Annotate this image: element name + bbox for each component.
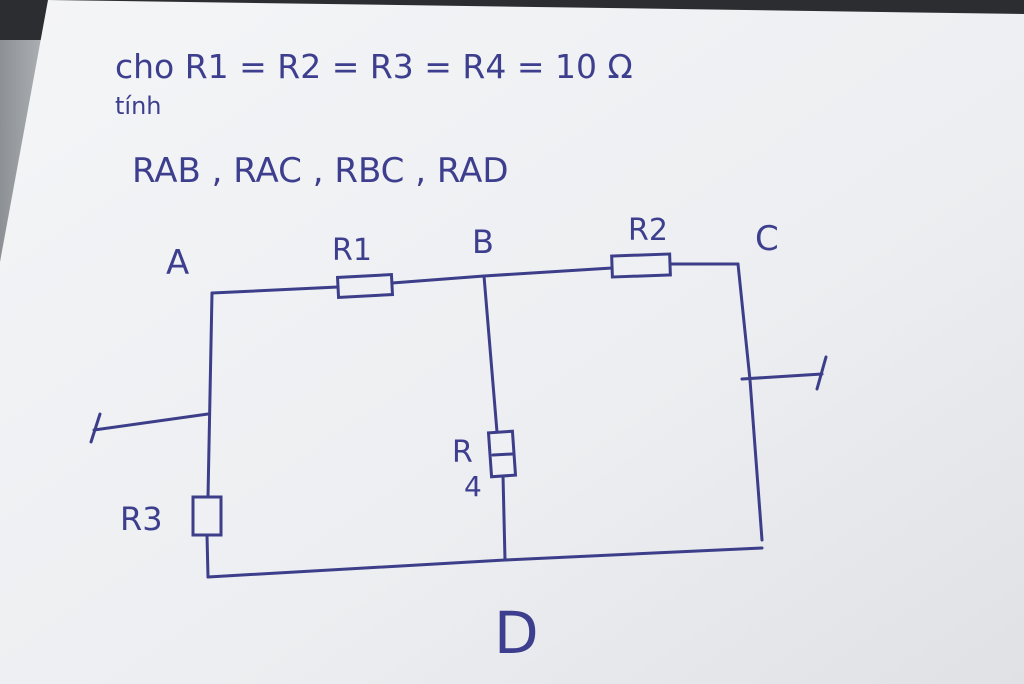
resistor-r4-mark <box>491 452 514 457</box>
node-label-b: B <box>472 223 494 261</box>
resistor-r3 <box>191 495 223 537</box>
node-label-a: A <box>166 243 189 283</box>
wire-a-r1 <box>210 285 340 295</box>
resistor-r1 <box>335 273 395 299</box>
wire-b-r4 <box>482 274 499 434</box>
resistor-label-r2: R2 <box>628 213 668 248</box>
wire-bottom-right <box>503 546 764 562</box>
targets-text: RAB , RAC , RBC , RAD <box>132 151 509 191</box>
node-label-d: D <box>494 599 539 667</box>
node-label-c: C <box>755 219 779 259</box>
wire-r3-bottom <box>205 533 210 579</box>
wire-bottom-left <box>206 558 507 579</box>
terminal-right <box>740 355 828 391</box>
resistor-label-r3: R3 <box>120 500 163 538</box>
wire-r1-b <box>390 274 486 285</box>
given-values-text: cho R1 = R2 = R3 = R4 = 10 Ω <box>115 47 633 86</box>
terminal-left <box>89 412 210 444</box>
resistor-label-r4-number: 4 <box>464 470 482 503</box>
resistor-label-r4-letter: R <box>452 435 473 470</box>
wire-r4-d <box>501 473 507 562</box>
circuit-diagram <box>89 262 828 579</box>
resistor-r2 <box>610 252 672 279</box>
wire-a-r3 <box>206 291 214 499</box>
resistor-label-r1: R1 <box>332 233 372 268</box>
compute-label-text: tính <box>115 92 162 120</box>
wire-b-r2 <box>482 266 614 278</box>
